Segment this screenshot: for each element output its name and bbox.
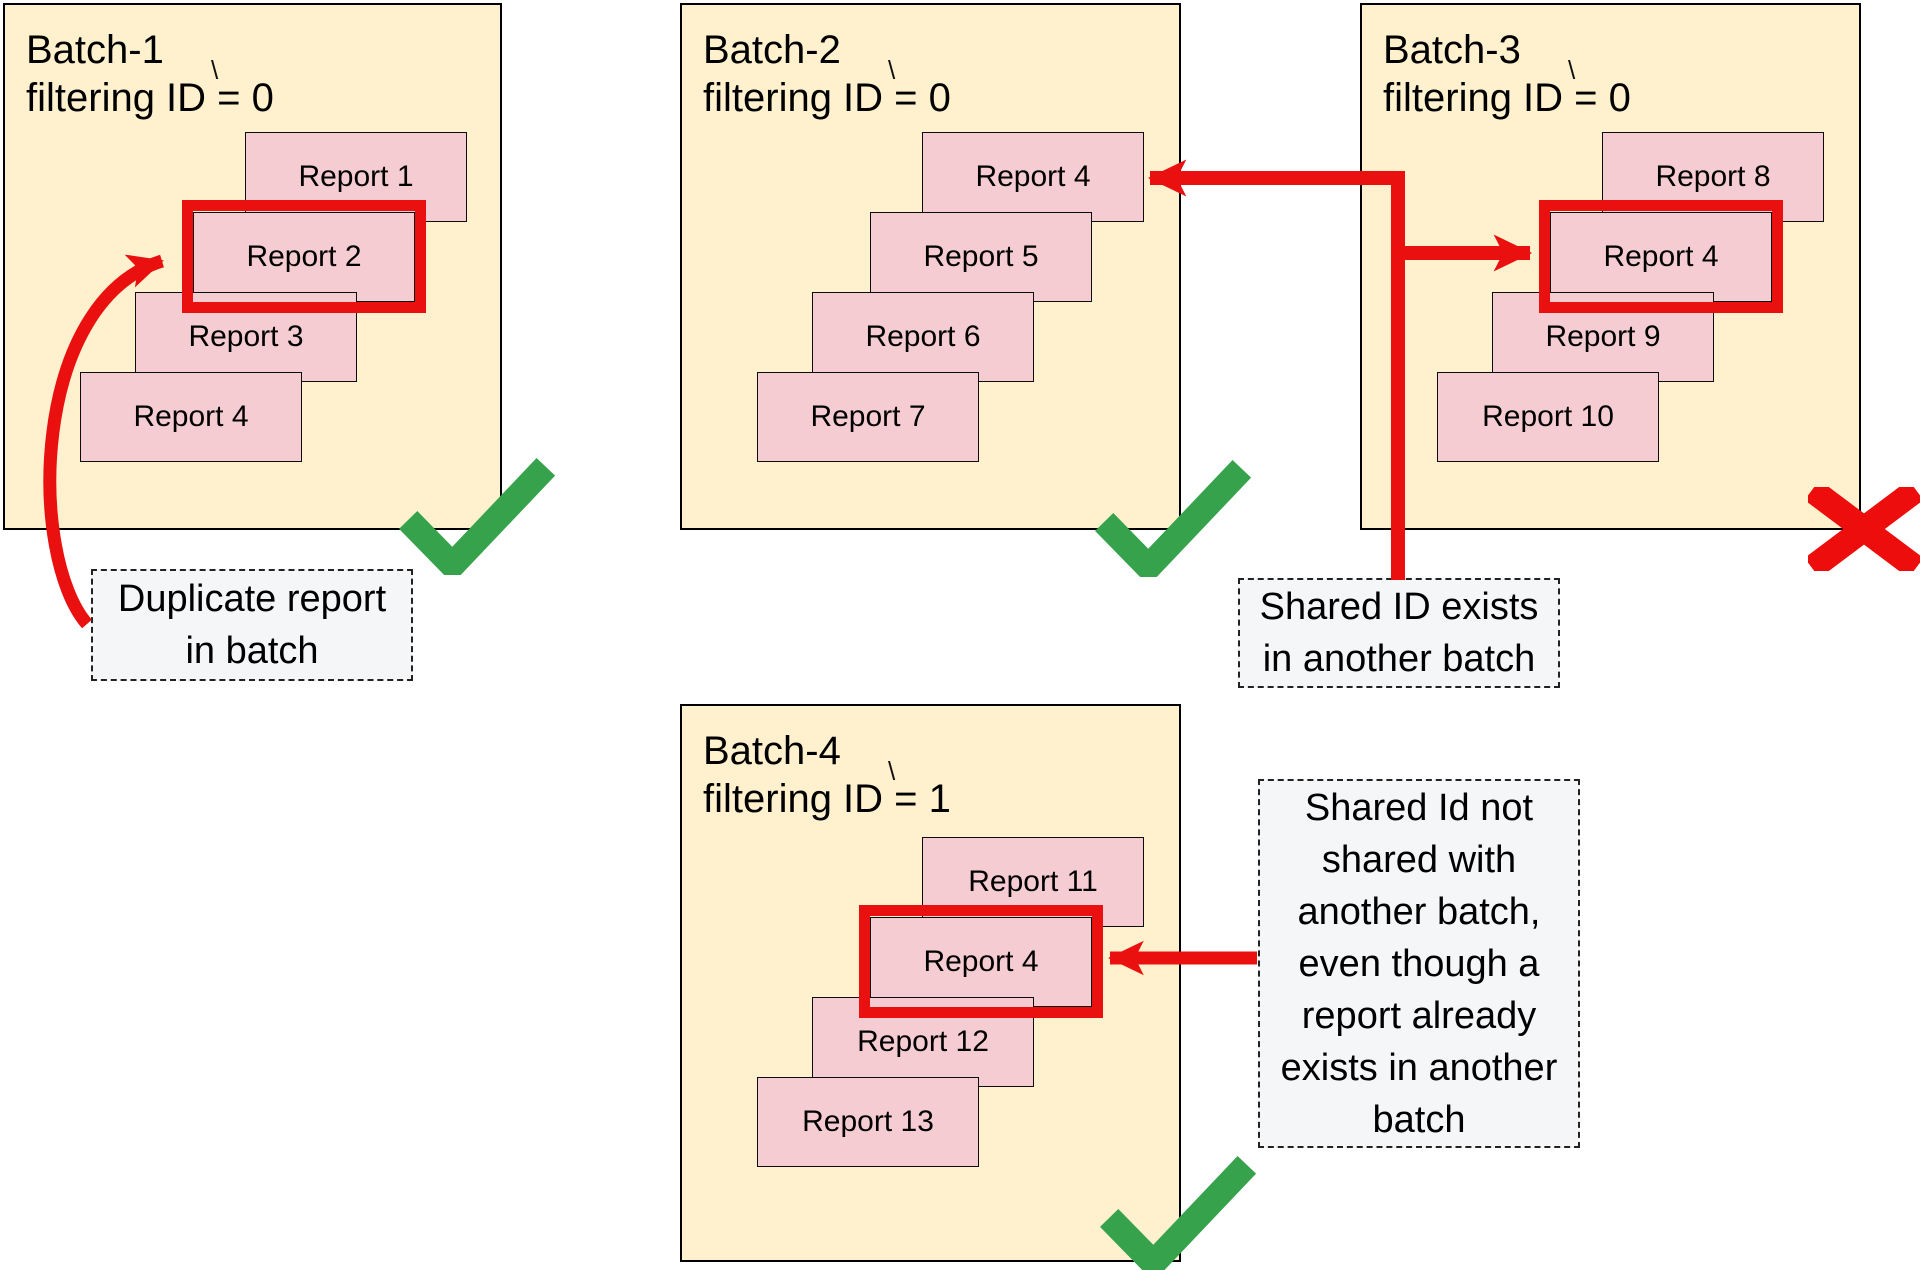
- batch-2-box: Batch-2 filtering ID = 0 \ Report 4 Repo…: [680, 3, 1181, 530]
- stray-tick-mark: \: [888, 756, 896, 786]
- batch-2-title-line2: filtering ID = 0: [703, 76, 951, 120]
- batch-1-title-line1: Batch-1: [26, 28, 164, 72]
- batch-4-title: Batch-4 filtering ID = 1: [703, 727, 951, 823]
- report-card: Report 4: [922, 132, 1144, 222]
- report-card-highlighted: Report 4: [1550, 212, 1772, 302]
- report-card: Report 6: [812, 292, 1034, 382]
- report-card: Report 11: [922, 837, 1144, 927]
- stray-tick-mark: \: [888, 55, 896, 85]
- report-card: Report 13: [757, 1077, 979, 1167]
- batch-3-title: Batch-3 filtering ID = 0: [1383, 26, 1631, 122]
- batch-4-box: Batch-4 filtering ID = 1 \ Report 11 Rep…: [680, 704, 1181, 1262]
- batch-2-title: Batch-2 filtering ID = 0: [703, 26, 951, 122]
- report-card: Report 1: [245, 132, 467, 222]
- batch-1-title: Batch-1 filtering ID = 0: [26, 26, 274, 122]
- batch-4-title-line1: Batch-4: [703, 729, 841, 773]
- shared-id-not-shared-note: Shared Id not shared with another batch,…: [1258, 779, 1580, 1148]
- report-card: Report 9: [1492, 292, 1714, 382]
- report-card: Report 12: [812, 997, 1034, 1087]
- report-card-highlighted: Report 4: [870, 917, 1092, 1007]
- batch-3-title-line2: filtering ID = 0: [1383, 76, 1631, 120]
- report-card: Report 5: [870, 212, 1092, 302]
- stray-tick-mark: \: [1568, 55, 1576, 85]
- report-card: Report 3: [135, 292, 357, 382]
- batch-3-title-line1: Batch-3: [1383, 28, 1521, 72]
- duplicate-report-note: Duplicate report in batch: [91, 569, 413, 681]
- batch-1-title-line2: filtering ID = 0: [26, 76, 274, 120]
- batch-4-title-line2: filtering ID = 1: [703, 777, 951, 821]
- stray-tick-mark: \: [211, 55, 219, 85]
- report-card: Report 10: [1437, 372, 1659, 462]
- batch-1-box: Batch-1 filtering ID = 0 \ Report 1 Repo…: [3, 3, 502, 530]
- report-card: Report 8: [1602, 132, 1824, 222]
- report-card: Report 4: [80, 372, 302, 462]
- batch-2-title-line1: Batch-2: [703, 28, 841, 72]
- report-card: Report 7: [757, 372, 979, 462]
- shared-id-exists-note: Shared ID exists in another batch: [1238, 578, 1560, 688]
- report-card-highlighted: Report 2: [193, 212, 415, 302]
- batch-3-box: Batch-3 filtering ID = 0 \ Report 8 Repo…: [1360, 3, 1861, 530]
